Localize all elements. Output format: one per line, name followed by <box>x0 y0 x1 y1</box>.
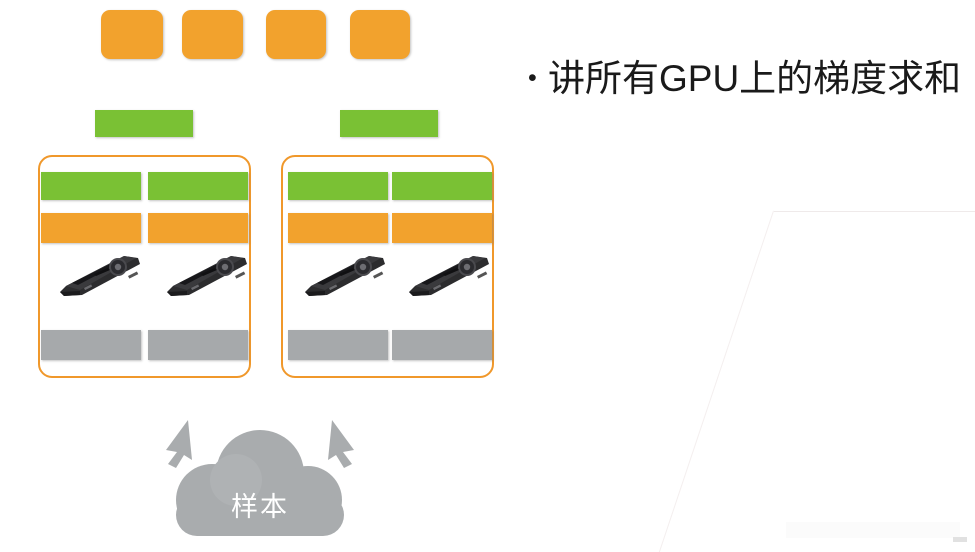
param-block-3 <box>266 10 326 59</box>
worker-left-1-gradient-bar <box>41 172 141 200</box>
param-block-1 <box>101 10 163 59</box>
worker-left-1-data-bar <box>41 330 141 360</box>
decorative-corner-mark <box>953 537 967 542</box>
cloud-label: 样本 <box>231 492 289 522</box>
worker-right-1-gradient-bar <box>288 172 388 200</box>
decorative-band <box>786 522 960 538</box>
decorative-diagonal-line <box>633 210 774 552</box>
aggregate-bar-right <box>340 110 438 137</box>
param-block-4 <box>350 10 410 59</box>
worker-right-1-data-bar <box>288 330 388 360</box>
worker-right-2-data-bar <box>392 330 492 360</box>
arrow-up-left-icon <box>166 420 192 468</box>
sample-data-cloud: 样本 <box>150 408 370 552</box>
worker-right-2-gpu-card-icon <box>399 252 495 298</box>
cloud-shape <box>176 430 344 536</box>
arrow-up-right-icon <box>328 420 354 468</box>
worker-left-1-gpu-card-icon <box>50 252 146 298</box>
worker-right-1-gpu-card-icon <box>295 252 391 298</box>
worker-left-1-param-bar <box>41 213 141 243</box>
worker-right-1-param-bar <box>288 213 388 243</box>
worker-right-2-param-bar <box>392 213 492 243</box>
worker-right-2-gradient-bar <box>392 172 492 200</box>
bullet-dot-icon: • <box>528 64 537 92</box>
worker-left-2-gpu-card-icon <box>157 252 253 298</box>
worker-left-2-param-bar <box>148 213 248 243</box>
param-block-2 <box>182 10 243 59</box>
worker-left-2-data-bar <box>148 330 248 360</box>
bullet-text: 讲所有GPU上的梯度求和 <box>548 58 962 99</box>
decorative-horizontal-line <box>774 211 975 212</box>
aggregate-bar-left <box>95 110 193 137</box>
worker-left-2-gradient-bar <box>148 172 248 200</box>
bullet-block: • 讲所有GPU上的梯度求和 <box>528 52 968 105</box>
